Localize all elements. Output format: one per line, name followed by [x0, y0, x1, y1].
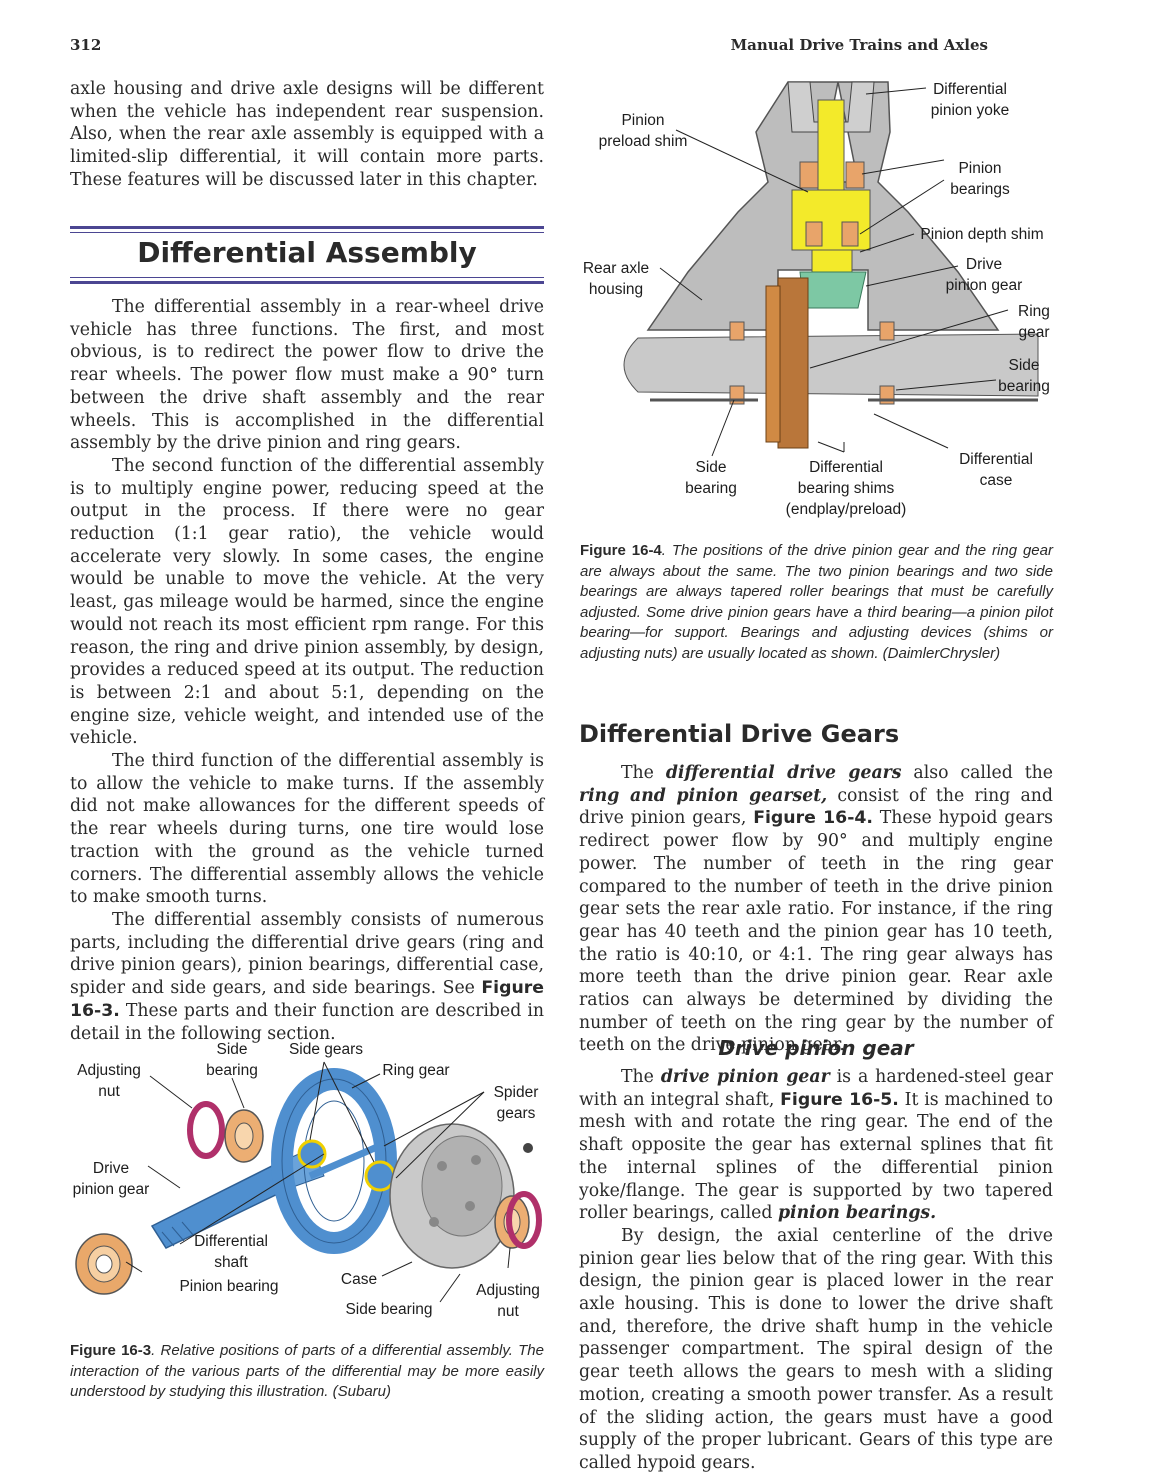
label-drive-pinion-gear-2: pinion gear [73, 1181, 150, 1198]
figure-16-3-leaders [125, 1061, 511, 1303]
caption-text: . Relative positions of parts of a diffe… [70, 1342, 544, 1400]
label-ring-gear-2: gear [1018, 324, 1049, 341]
label-adjusting-nut-left-2: nut [98, 1083, 120, 1100]
label-side-bearing-right: Side [1008, 357, 1039, 374]
label-side-bearing-right-2: bearing [998, 378, 1050, 395]
section-rule-top [70, 226, 544, 233]
ring-gear-shape [271, 1068, 397, 1254]
side-bearing-right-shape [879, 321, 895, 341]
heading-drive-pinion-gear: Drive pinion gear [718, 1036, 914, 1060]
paragraph-drive-gears: The differential drive gears also called… [579, 763, 1053, 1056]
label-ring-gear: Ring gear [382, 1062, 449, 1079]
label-side-bearing-left: Side [695, 459, 726, 476]
label-ring-gear: Ring [1018, 303, 1050, 320]
right-body-gears: The differential drive gears also called… [579, 762, 1053, 1057]
label-spider-gears: Spider [494, 1084, 539, 1101]
label-spider-gears-2: gears [497, 1105, 536, 1122]
figure-16-3-illustration: Side bearing Side gears Adjusting nut Ri… [73, 1041, 542, 1320]
label-side-bearing-top-2: bearing [206, 1062, 258, 1079]
label-rear-axle-housing-2: housing [589, 281, 643, 298]
label-differential-bearing-shims-2: bearing shims [798, 480, 895, 497]
label-pinion-bearings-2: bearings [950, 181, 1010, 198]
differential-shaft-shape [308, 1140, 386, 1180]
term-differential-drive-gears: differential drive gears [665, 763, 902, 783]
caption-text: . The positions of the drive pinion gear… [580, 542, 1053, 662]
label-differential-pinion-yoke-2: pinion yoke [931, 102, 1009, 119]
ring-gear-shape [777, 277, 809, 449]
label-differential-bearing-shims-3: (endplay/preload) [786, 501, 907, 518]
label-drive-pinion-gear: Drive [93, 1160, 129, 1177]
right-body-pinion: The drive pinion gear is a hardened-stee… [579, 1066, 1053, 1475]
label-rear-axle-housing: Rear axle [583, 260, 649, 277]
label-differential-bearing-shims: Differential [809, 459, 883, 476]
label-adjusting-nut-right: Adjusting [476, 1282, 540, 1299]
paragraph-parts: The differential assembly consists of nu… [70, 909, 544, 1044]
paragraph-drive-pinion: The drive pinion gear is a hardened-stee… [579, 1067, 1054, 1224]
label-adjusting-nut-right-2: nut [497, 1303, 519, 1320]
label-pinion-preload-shim-2: preload shim [599, 133, 688, 150]
side-gear-right-shape [364, 1160, 396, 1192]
running-title: Manual Drive Trains and Axles [730, 36, 988, 54]
term-drive-pinion-gear: drive pinion gear [660, 1067, 830, 1087]
case-shape [389, 1123, 515, 1269]
pinion-bearing-left-shape [799, 161, 819, 189]
bolt-shape [523, 1143, 533, 1153]
paragraph-third-function: The third function of the differential a… [70, 751, 544, 908]
paragraph-pinion-design: By design, the axial centerline of the d… [579, 1225, 1053, 1473]
label-side-bearing-bottom: Side bearing [345, 1301, 432, 1318]
label-differential-pinion-yoke: Differential [933, 81, 1007, 98]
pinion-bearing-shape [75, 1233, 133, 1295]
adjusting-nut-left-shape [187, 1101, 225, 1159]
left-body: The differential assembly in a rear-whee… [70, 296, 544, 1045]
label-adjusting-nut-left: Adjusting [77, 1062, 141, 1079]
term-ring-and-pinion-gearset: ring and pinion gearset, [579, 785, 828, 806]
section-rule-bottom [70, 277, 544, 284]
figure-16-4-caption: Figure 16-4. The positions of the drive … [580, 541, 1053, 664]
label-side-bearing-top: Side [216, 1041, 247, 1058]
label-pinion-depth-shim: Pinion depth shim [920, 226, 1043, 243]
figure-16-4-illustration: Differential pinion yoke Pinion preload … [583, 81, 1050, 518]
page-number: 312 [70, 36, 102, 54]
pinion-shaft-shape [817, 99, 845, 201]
caption-label: Figure 16-4 [580, 542, 662, 559]
section-title: Differential Assembly [137, 236, 477, 269]
label-differential-case: Differential [959, 451, 1033, 468]
side-gear-left-shape [297, 1139, 327, 1169]
heading-differential-drive-gears: Differential Drive Gears [579, 720, 900, 748]
label-differential-shaft: Differential [194, 1233, 268, 1250]
figure-16-3-caption: Figure 16-3. Relative positions of parts… [70, 1341, 544, 1403]
term-pinion-bearings: pinion bearings. [777, 1203, 937, 1224]
drive-pinion-gear-shape [799, 271, 867, 309]
figure-16-4-leaders [659, 87, 1009, 457]
left-intro: axle housing and drive axle designs will… [70, 78, 544, 192]
label-drive-pinion-gear-2: pinion gear [946, 277, 1023, 294]
label-differential-case-2: case [980, 472, 1013, 489]
side-bearing-left-shape [729, 321, 745, 341]
paragraph-second-function: The second function of the differential … [70, 455, 544, 749]
label-side-gears: Side gears [289, 1041, 363, 1058]
adjusting-nut-right-shape [506, 1191, 542, 1249]
intro-paragraph: axle housing and drive axle designs will… [70, 79, 544, 190]
pinion-bearing-right-shape [845, 161, 865, 189]
figure-ref: Figure 16-5. [780, 1089, 899, 1110]
label-pinion-preload-shim: Pinion [621, 112, 664, 129]
figure-ref: Figure 16-4. [753, 808, 873, 829]
side-bearing-left-shape [224, 1109, 264, 1163]
label-pinion-bearing: Pinion bearing [179, 1278, 278, 1295]
label-drive-pinion-gear: Drive [966, 256, 1002, 273]
label-side-bearing-left-2: bearing [685, 480, 737, 497]
figure-ref: Figure 16-3. [70, 978, 544, 1021]
label-pinion-bearings: Pinion [958, 160, 1001, 177]
caption-label: Figure 16-3 [70, 1342, 152, 1359]
paragraph-functions: The differential assembly in a rear-whee… [70, 297, 544, 454]
label-differential-shaft-2: shaft [214, 1254, 248, 1271]
axle-tube-shape [623, 333, 1039, 397]
label-case: Case [341, 1271, 377, 1288]
